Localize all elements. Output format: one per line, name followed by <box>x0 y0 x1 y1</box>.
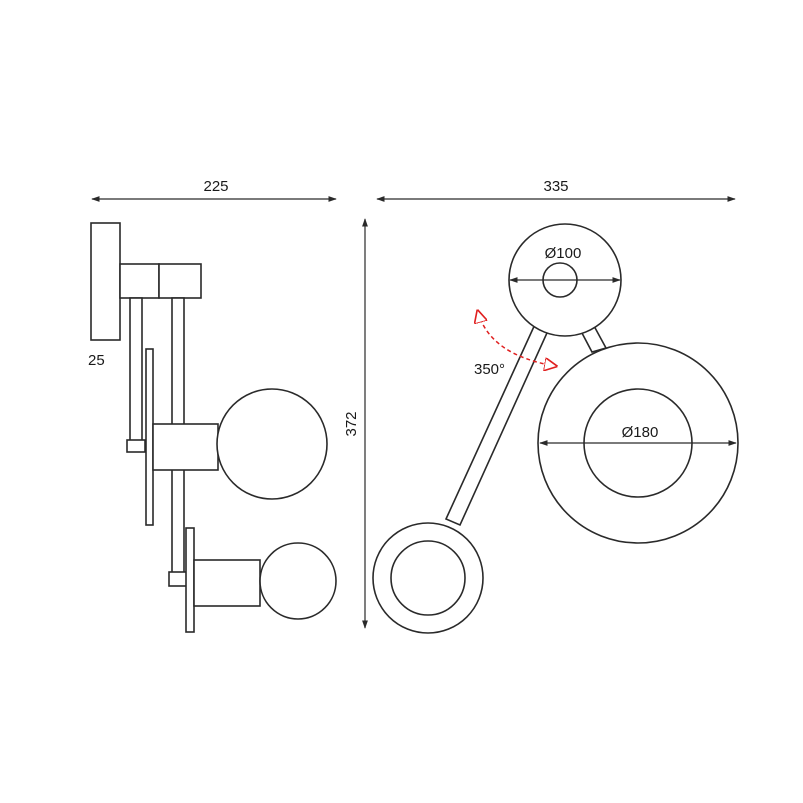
rear-rod <box>129 297 143 451</box>
lower-bulb <box>259 542 337 620</box>
shade-plate-lower <box>185 527 195 633</box>
small-disc <box>372 522 484 634</box>
front-width-label: 335 <box>543 178 568 195</box>
pivot-block-right <box>158 263 202 299</box>
small-disc-diameter-label: Ø100 <box>545 245 582 262</box>
rotation-arrow-icon <box>478 312 555 366</box>
dimension-height: 372 <box>343 218 368 629</box>
wall-plate <box>90 222 121 341</box>
rotation-angle-label: 350° <box>474 361 505 378</box>
upper-socket <box>152 423 219 471</box>
front-view: Ø100 Ø180 350° <box>372 223 739 634</box>
dimension-side-width: 225 <box>91 178 337 202</box>
small-disc-bulb <box>390 540 466 616</box>
front-rod-cap <box>168 571 188 587</box>
rear-rod-cap <box>126 439 146 453</box>
large-disc-diameter-label: Ø180 <box>622 424 659 441</box>
depth-plate-label: 25 <box>88 352 105 369</box>
height-label: 372 <box>343 411 360 436</box>
upper-bulb <box>216 388 328 500</box>
lower-socket <box>193 559 261 607</box>
pivot-block-left <box>119 263 160 299</box>
side-view <box>90 222 337 633</box>
side-width-label: 225 <box>203 178 228 195</box>
dimension-front-width: 335 <box>376 178 736 202</box>
shade-plate-upper <box>145 348 154 526</box>
